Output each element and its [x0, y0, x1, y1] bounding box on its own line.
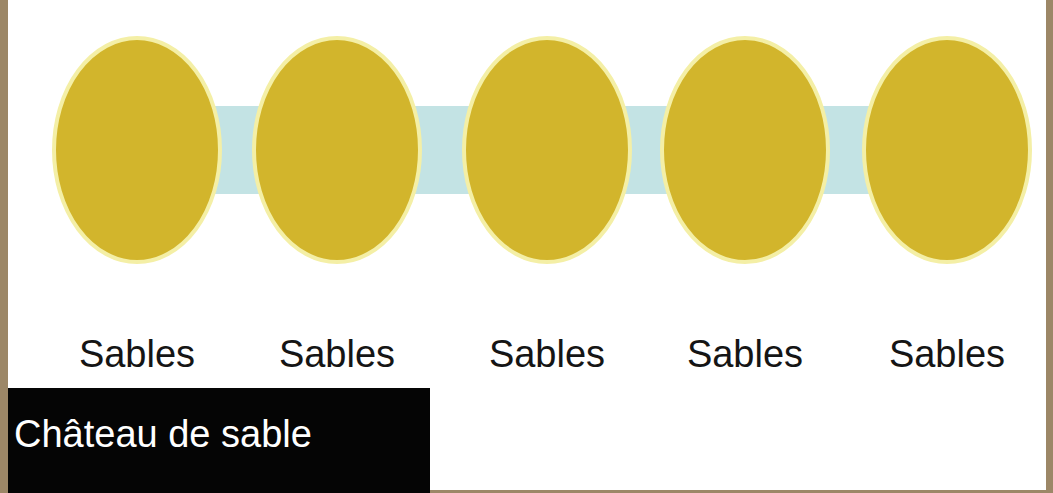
sand-grain-node: Sables [862, 36, 1032, 384]
grain-ellipse [52, 36, 222, 264]
grain-ellipse [462, 36, 632, 264]
grain-ellipse-shape [662, 38, 828, 262]
node-label: Sables [687, 334, 803, 376]
grain-ellipse [862, 36, 1032, 264]
sand-grain-node: Sables [462, 36, 632, 384]
grain-ellipse [252, 36, 422, 264]
sand-grain-node: Sables [52, 36, 222, 384]
grain-ellipse-shape [864, 38, 1030, 262]
sand-grain-node: Sables [660, 36, 830, 384]
caption-text: Château de sable [14, 414, 312, 456]
node-label: Sables [279, 334, 395, 376]
grain-ellipse-shape [254, 38, 420, 262]
node-label: Sables [489, 334, 605, 376]
grain-ellipse-shape [464, 38, 630, 262]
node-label: Sables [889, 334, 1005, 376]
grain-ellipse [660, 36, 830, 264]
sand-grain-node: Sables [252, 36, 422, 384]
node-label: Sables [79, 334, 195, 376]
grain-ellipse-shape [54, 38, 220, 262]
caption-box: Château de sable [8, 388, 430, 493]
water-band [414, 106, 470, 194]
white-panel [8, 0, 1046, 490]
